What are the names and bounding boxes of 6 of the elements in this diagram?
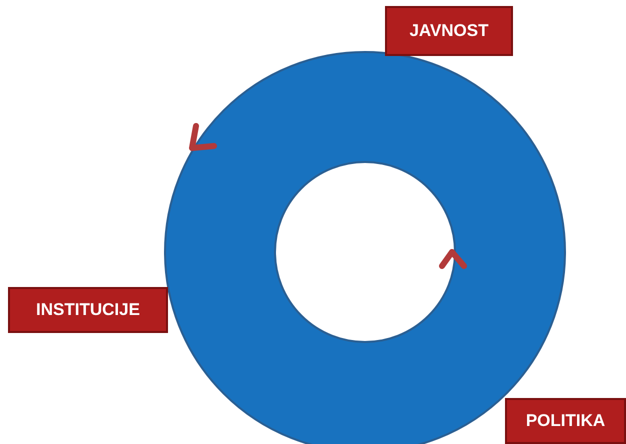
label-box (8, 287, 168, 333)
box-label: POLITIKA (526, 410, 606, 432)
label-box (385, 6, 513, 56)
box-label: JAVNOST (409, 20, 489, 42)
box-label: INSTITUCIJE (36, 299, 140, 322)
label-box (505, 398, 626, 444)
